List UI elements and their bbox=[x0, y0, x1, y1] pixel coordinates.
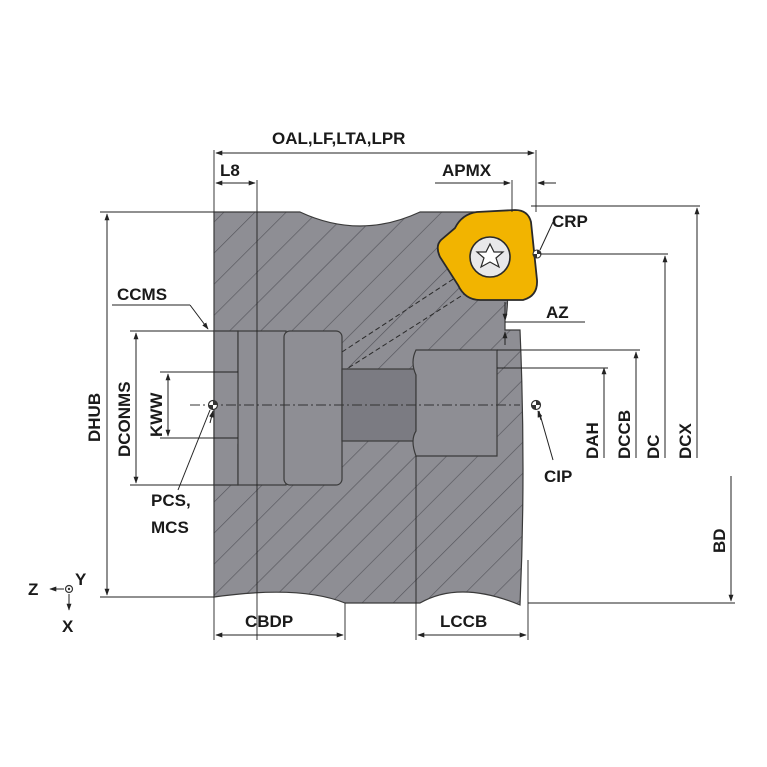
label-az: AZ bbox=[546, 303, 569, 322]
label-dccb: DCCB bbox=[615, 410, 634, 459]
central-bore bbox=[213, 330, 498, 486]
label-axis-x: X bbox=[62, 617, 74, 636]
pcs-point bbox=[207, 399, 219, 411]
label-apmx: APMX bbox=[442, 161, 492, 180]
label-cip: CIP bbox=[544, 467, 572, 486]
label-crp: CRP bbox=[552, 212, 588, 231]
label-dconms: DCONMS bbox=[115, 381, 134, 457]
coolant-channel bbox=[341, 267, 481, 373]
label-axis-y: Y bbox=[75, 570, 87, 589]
cutting-insert bbox=[436, 209, 538, 301]
label-dhub: DHUB bbox=[85, 393, 104, 442]
label-mcs: MCS bbox=[151, 518, 189, 537]
label-ccms: CCMS bbox=[117, 285, 167, 304]
label-axis-z: Z bbox=[28, 580, 38, 599]
label-pcs: PCS, bbox=[151, 491, 191, 510]
label-dah: DAH bbox=[583, 422, 602, 459]
crp-point bbox=[532, 249, 542, 259]
label-oal: OAL,LF,LTA,LPR bbox=[272, 129, 405, 148]
cip-point bbox=[530, 399, 542, 411]
label-l8: L8 bbox=[220, 161, 240, 180]
label-lccb: LCCB bbox=[440, 612, 487, 631]
label-cbdp: CBDP bbox=[245, 612, 293, 631]
dimension-lines bbox=[104, 150, 734, 638]
label-bd: BD bbox=[710, 528, 729, 553]
leader-lines bbox=[112, 221, 554, 491]
axis-origin-icon bbox=[49, 584, 74, 611]
label-dcx: DCX bbox=[676, 422, 695, 459]
label-kww: KWW bbox=[147, 392, 166, 437]
label-dc: DC bbox=[644, 434, 663, 459]
extension-lines bbox=[100, 150, 735, 640]
